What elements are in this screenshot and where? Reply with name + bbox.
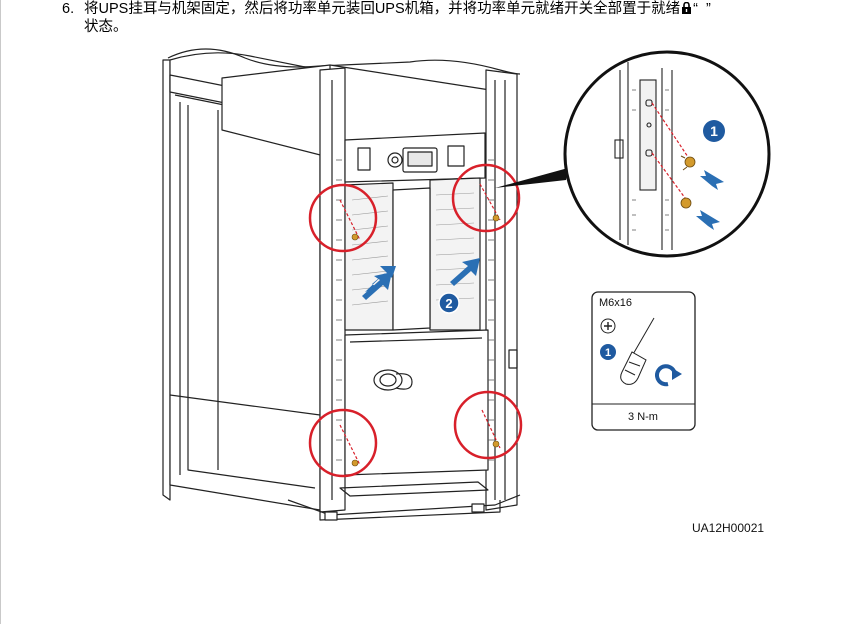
lock-icon [682,2,692,14]
quote-close: ” [705,1,711,17]
tool-step-label: 1 [605,347,611,359]
phillips-head-icon [600,318,616,334]
callout-1-badge [703,120,725,142]
callout-2-label: 2 [445,296,452,311]
zoom-detail: 1 [563,50,771,258]
cabinet-base [287,494,521,516]
highlight-circle-top-right [451,163,521,233]
callout-2-badge: 2 [438,292,460,314]
battery-bay [344,329,489,476]
callout-1-label: 1 [710,123,718,139]
tool-step-badge [600,344,616,360]
screw-icon [680,155,696,209]
instruction-step: 6. 将UPS挂耳与机架固定，然后将功率单元装回UPS机箱，并将功率单元就绪开关全… [62,0,711,18]
torque-label: 3 N-m [628,411,658,423]
fasten-arrow-2 [696,210,720,230]
figure-id: UA12H00021 [692,521,765,535]
step-number: 6. [62,1,75,17]
instruction-text: 将UPS挂耳与机架固定，然后将功率单元装回UPS机箱，并将功率单元就绪开关全部置… [84,1,681,17]
screw-spec-label: M6x16 [599,297,632,309]
screwdriver-icon [620,317,655,385]
insert-arrow-left [365,266,396,292]
highlight-circle-bottom-right [453,390,523,460]
cabinet-right-post [485,69,518,511]
cabinet-left-panel [162,59,171,501]
screwdriver-spec-box: M6x16 1 3 N-m [591,291,696,431]
fasten-arrow-1 [700,170,724,190]
quote-open: “ [693,1,698,17]
page-left-border [0,0,1,624]
zoom-pointer [495,168,568,188]
highlight-circle-top-left [308,183,378,253]
instruction-line-2: 状态。 [84,19,128,35]
highlight-circle-bottom-left [308,408,378,478]
